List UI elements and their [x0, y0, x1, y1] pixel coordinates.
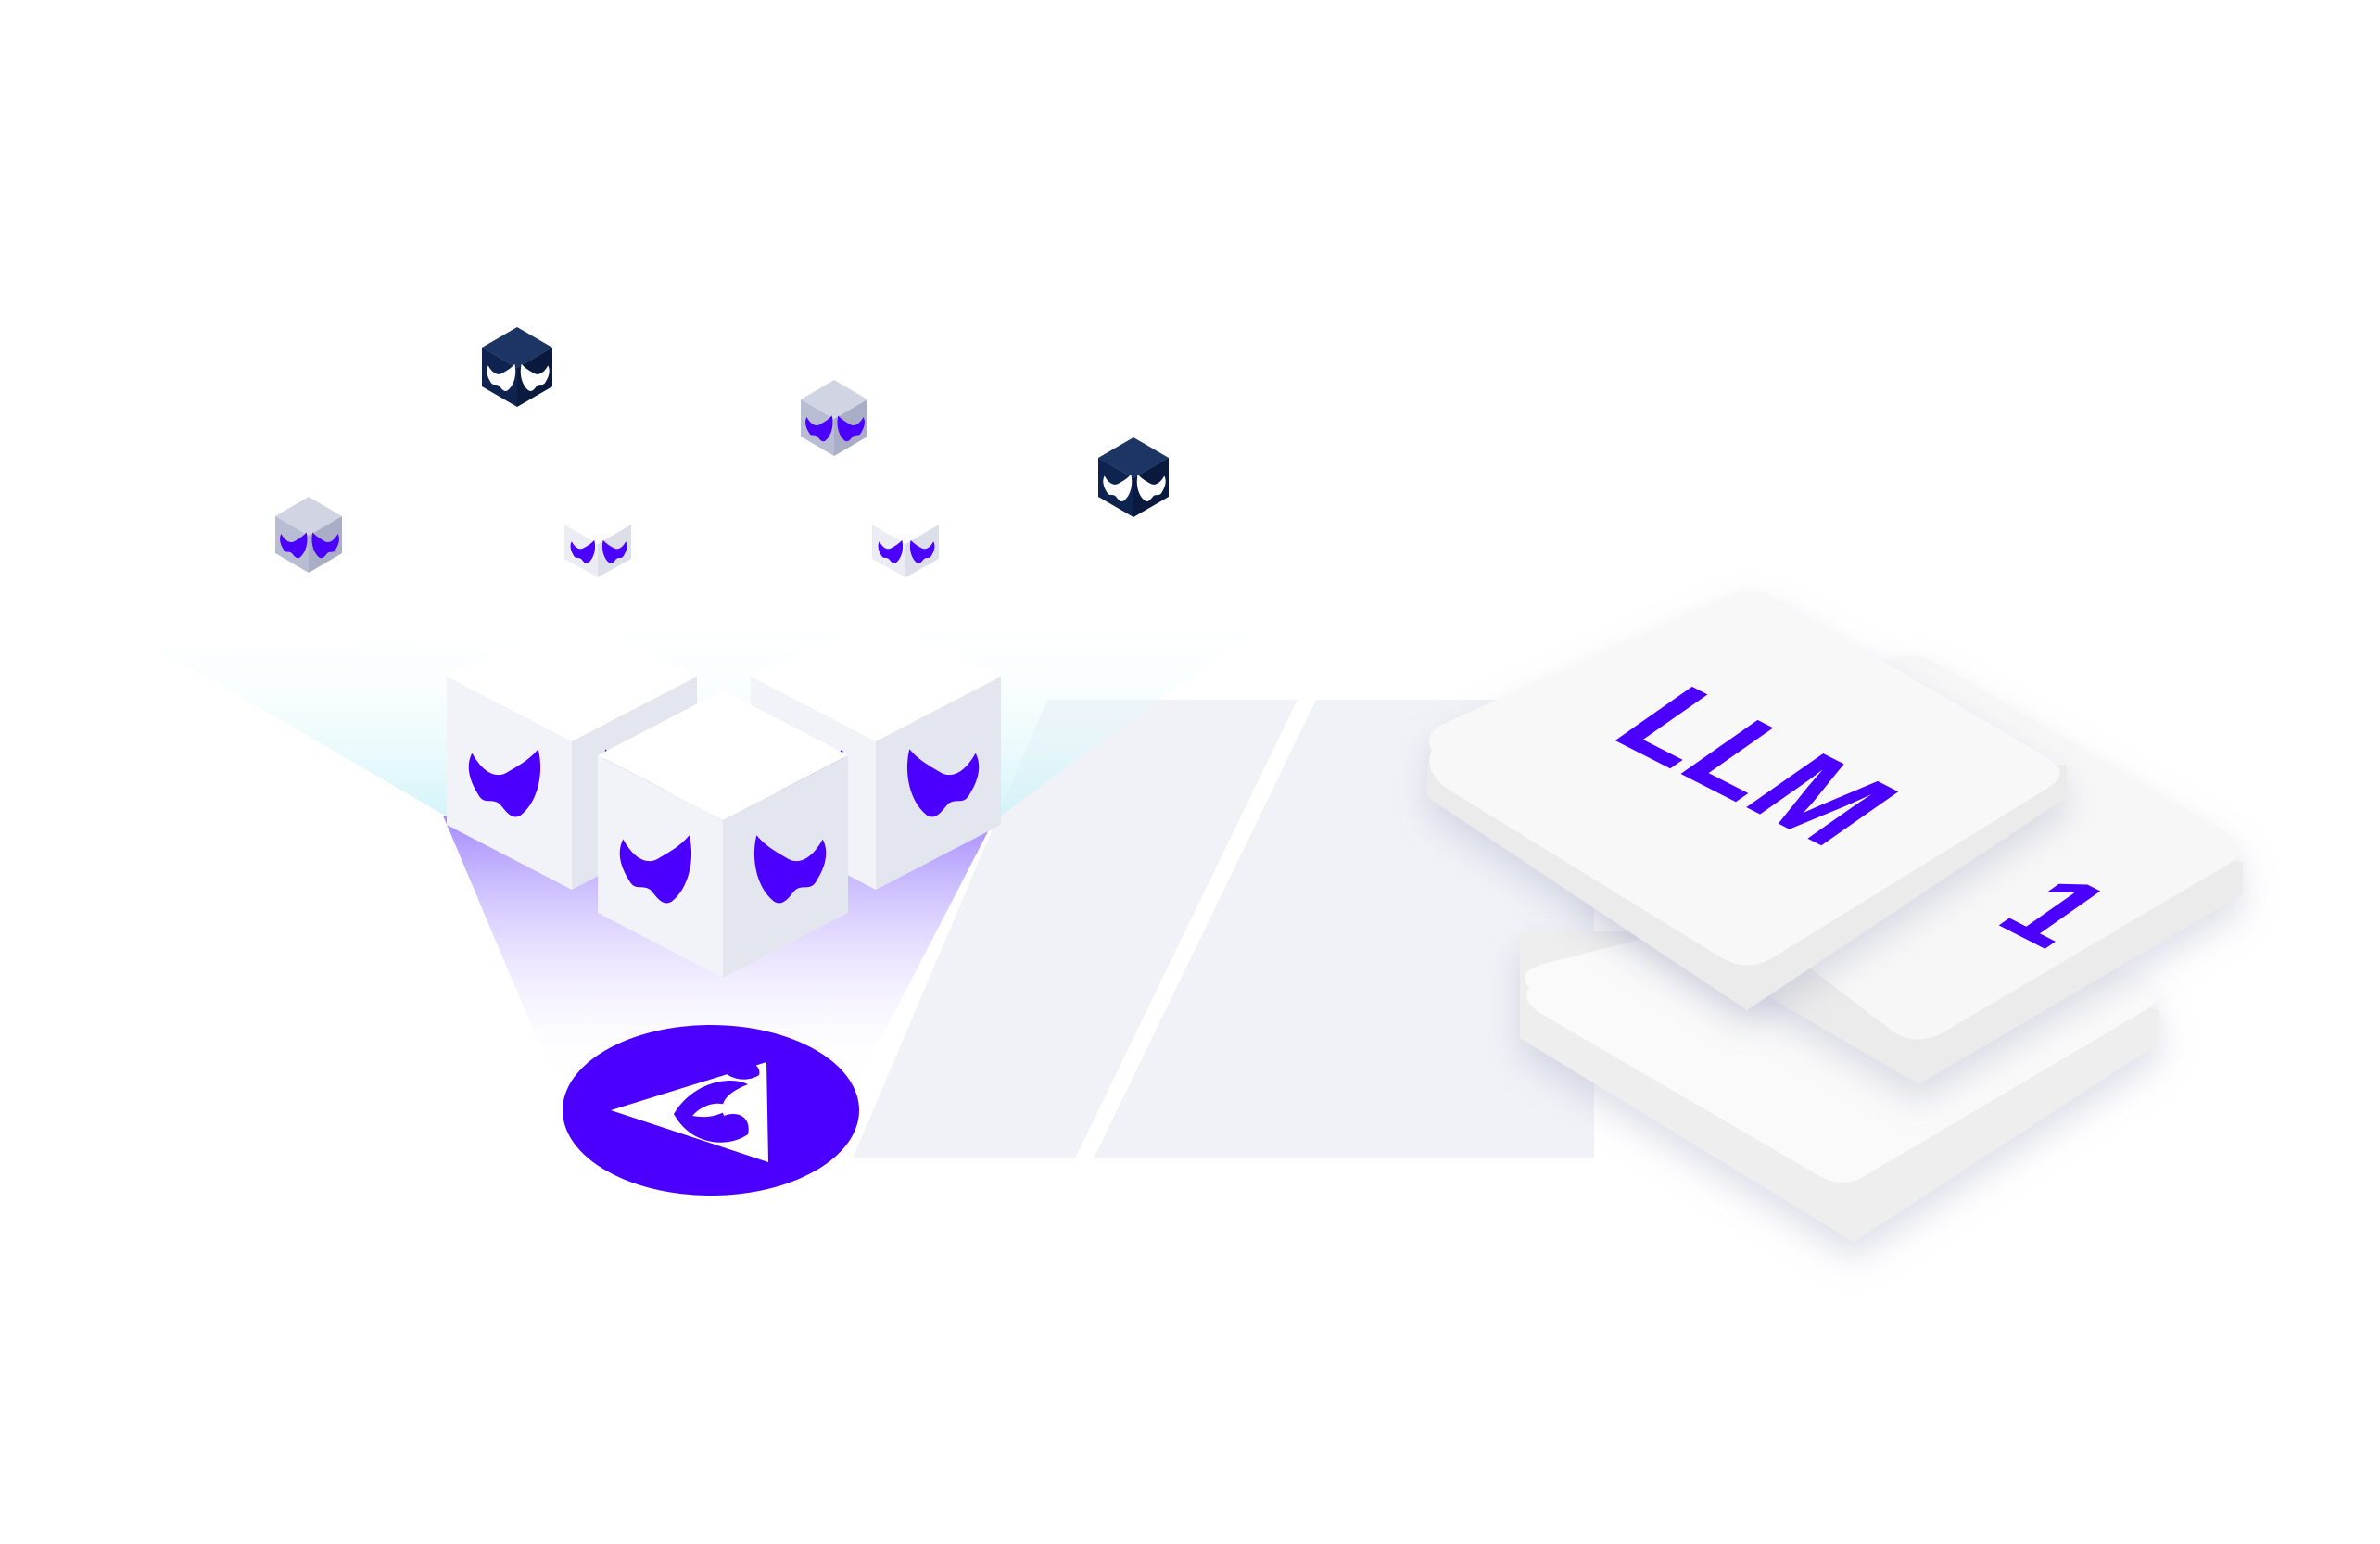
anonymization-logo-icon [563, 1025, 859, 1196]
small-cube-grey-2 [275, 497, 342, 573]
llm-card-top: LLM [1427, 590, 2067, 1010]
small-cube-dark-2 [1098, 437, 1169, 517]
small-cube-light-2 [872, 525, 939, 577]
connection-path [853, 700, 1594, 1158]
big-cube-front [598, 690, 848, 978]
small-cube-light-1 [564, 525, 631, 577]
small-cube-dark-1 [482, 327, 552, 407]
small-cube-grey-1 [801, 380, 867, 456]
